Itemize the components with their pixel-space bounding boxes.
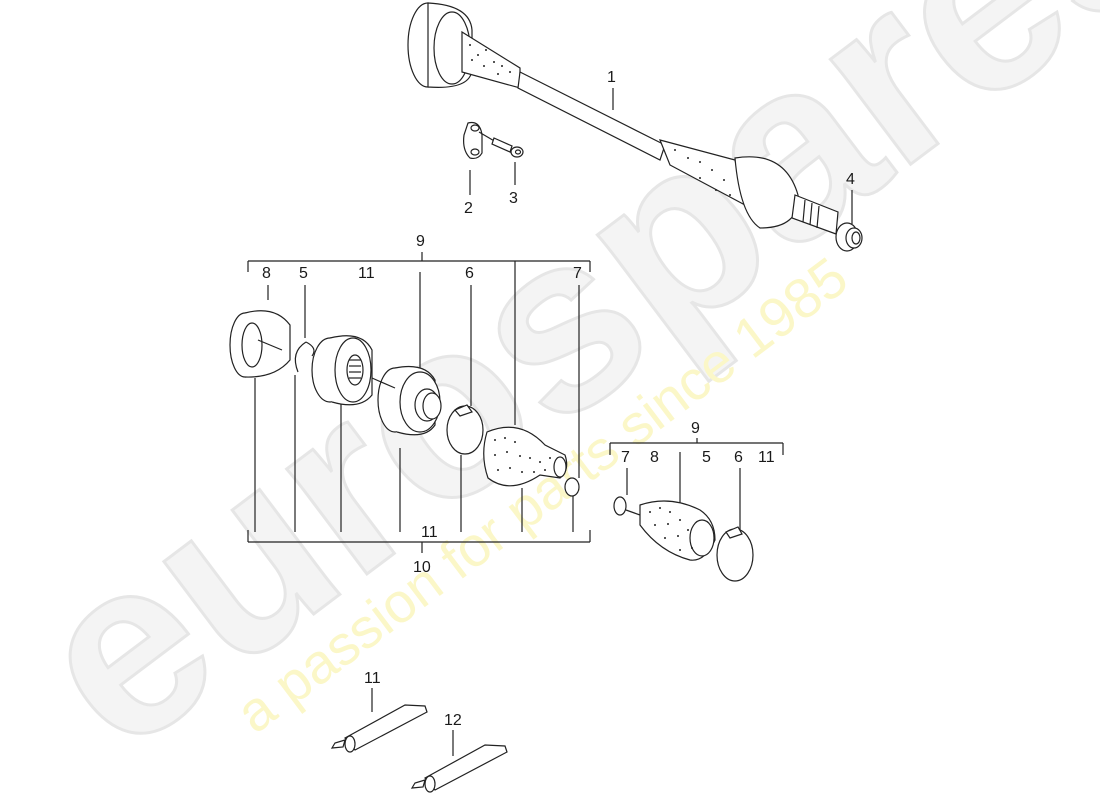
callout-11-right[interactable]: 11 [758, 449, 775, 466]
joint-housing-part[interactable] [377, 365, 442, 436]
axis-line-a [257, 339, 283, 351]
callout-5-right[interactable]: 5 [702, 449, 711, 466]
axis-line-b [371, 377, 396, 389]
callout-5-left[interactable]: 5 [299, 265, 308, 282]
callout-10[interactable]: 10 [413, 559, 431, 576]
right-small-clamp-part[interactable] [613, 496, 627, 516]
callout-9-left[interactable]: 9 [416, 233, 425, 250]
left-kit-bracket: 9 8 5 11 6 7 11 10 [247, 233, 591, 576]
cover-part[interactable] [229, 310, 291, 378]
bolt-part[interactable] [491, 137, 524, 158]
left-boot-dots [469, 44, 511, 75]
drive-shaft-part[interactable] [407, 2, 839, 235]
callout-3[interactable]: 3 [509, 190, 518, 207]
boot-part[interactable] [483, 426, 568, 487]
callout-7-right[interactable]: 7 [621, 449, 630, 466]
callout-7-left[interactable]: 7 [573, 265, 582, 282]
callout-1[interactable]: 1 [607, 69, 616, 86]
callout-11-tube[interactable]: 11 [364, 670, 381, 687]
right-kit-bracket: 9 7 8 5 6 11 [609, 420, 784, 530]
sealant-tube-part[interactable] [410, 744, 508, 793]
grease-tube-part[interactable] [330, 704, 428, 753]
right-boot-dots [674, 149, 731, 196]
callout-2[interactable]: 2 [464, 200, 473, 217]
callout-6-left[interactable]: 6 [465, 265, 474, 282]
axis-line-c [625, 509, 641, 516]
right-boot-part[interactable] [639, 500, 716, 561]
callout-8-left[interactable]: 8 [262, 265, 271, 282]
callout-8-right[interactable]: 8 [650, 449, 659, 466]
callout-9-right[interactable]: 9 [691, 420, 700, 437]
small-clamp-part[interactable] [564, 477, 580, 497]
callout-12-tube[interactable]: 12 [444, 712, 462, 729]
cv-joint-part[interactable] [311, 335, 373, 406]
callout-4[interactable]: 4 [846, 171, 855, 188]
clamp-part[interactable] [446, 404, 484, 455]
callout-11-left[interactable]: 11 [358, 265, 375, 282]
right-clamp-part[interactable] [716, 526, 754, 582]
circlip-part[interactable] [294, 341, 315, 373]
callout-11-bottom[interactable]: 11 [421, 524, 438, 541]
collar-nut-part[interactable] [835, 222, 863, 252]
plate-part[interactable] [463, 121, 483, 160]
callout-6-right[interactable]: 6 [734, 449, 743, 466]
